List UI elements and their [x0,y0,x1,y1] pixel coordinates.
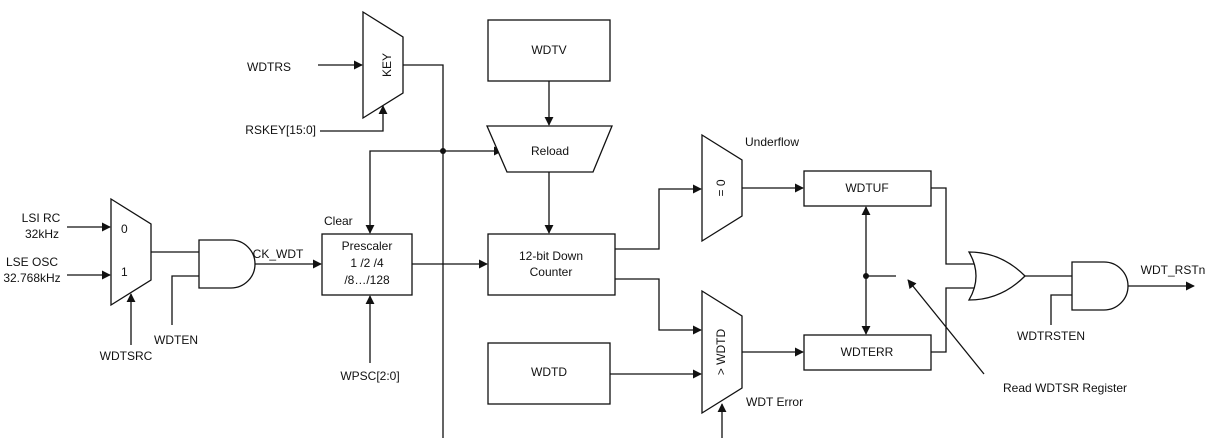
flag-or-gate [967,251,1026,301]
rskey-wire [320,105,388,132]
lse-osc-label-line1: LSE OSC [6,255,58,269]
wdtrs-label: WDTRS [247,60,291,74]
read-clear-junction-dot [863,273,869,279]
wpsc-label: WPSC[2:0] [340,369,399,383]
wdt-rstn-label: WDT_RSTn [1141,263,1206,277]
bus-junction-dot [440,148,446,154]
wdt-error-label: WDT Error [746,395,803,409]
wdtuf-label: WDTUF [845,181,888,195]
ck-wdt-label: CK_WDT [253,247,304,261]
wdtd-block [487,342,611,405]
wdten-wire [171,275,199,325]
reload-label: Reload [531,144,569,158]
prescaler-label-line3: /8…/128 [344,273,390,287]
wdtsrc-label: WDTSRC [100,349,153,363]
wdtrsten-label: WDTRSTEN [1017,329,1085,343]
underflow-comparator [701,133,743,243]
wdtv-label: WDTV [531,43,566,57]
down-counter-label-line2: Counter [530,265,573,279]
clock-source-mux [110,197,152,307]
counter-to-error-compare-wire [615,278,702,335]
bus-to-prescaler-clear [365,150,443,234]
error-comparator [701,289,743,415]
underflow-label: Underflow [745,135,799,149]
down-counter-label-line1: 12-bit Down [519,249,583,263]
wdtuf-to-or-wire [931,187,980,265]
mux-input-1-label: 1 [121,265,128,279]
mux-input-0-label: 0 [121,222,128,236]
eq-zero-label: = 0 [714,179,728,196]
rskey-label: RSKEY[15:0] [245,123,316,137]
key-label: KEY [380,53,394,77]
reload-trapezoid [486,125,613,173]
prescaler-label-line1: Prescaler [342,239,393,253]
wdten-label: WDTEN [154,333,198,347]
key-trapezoid [362,10,404,120]
wdtd-label: WDTD [531,365,567,379]
clear-label: Clear [324,214,353,228]
lsi-rc-label-line2: 32kHz [25,227,59,241]
wdtrsten-wire [1050,294,1072,325]
wdterr-register [803,334,932,371]
reset-and-gate [1071,261,1129,311]
lsi-rc-label-line1: LSI RC [22,211,61,225]
counter-to-underflow-compare-wire [615,184,702,250]
gt-wdtd-label: > WDTD [714,329,728,376]
wdtv-block [487,19,611,82]
key-output-bus [403,64,444,438]
prescaler-block [321,233,413,296]
wdterr-label: WDTERR [841,345,894,359]
read-wdtsr-label: Read WDTSR Register [1003,381,1127,395]
clock-enable-and-gate [198,239,256,289]
prescaler-label-line2: 1 /2 /4 [350,256,384,270]
down-counter-block [487,233,616,296]
wdterr-to-or-wire [931,287,980,353]
lse-osc-label-line2: 32.768kHz [3,271,60,285]
